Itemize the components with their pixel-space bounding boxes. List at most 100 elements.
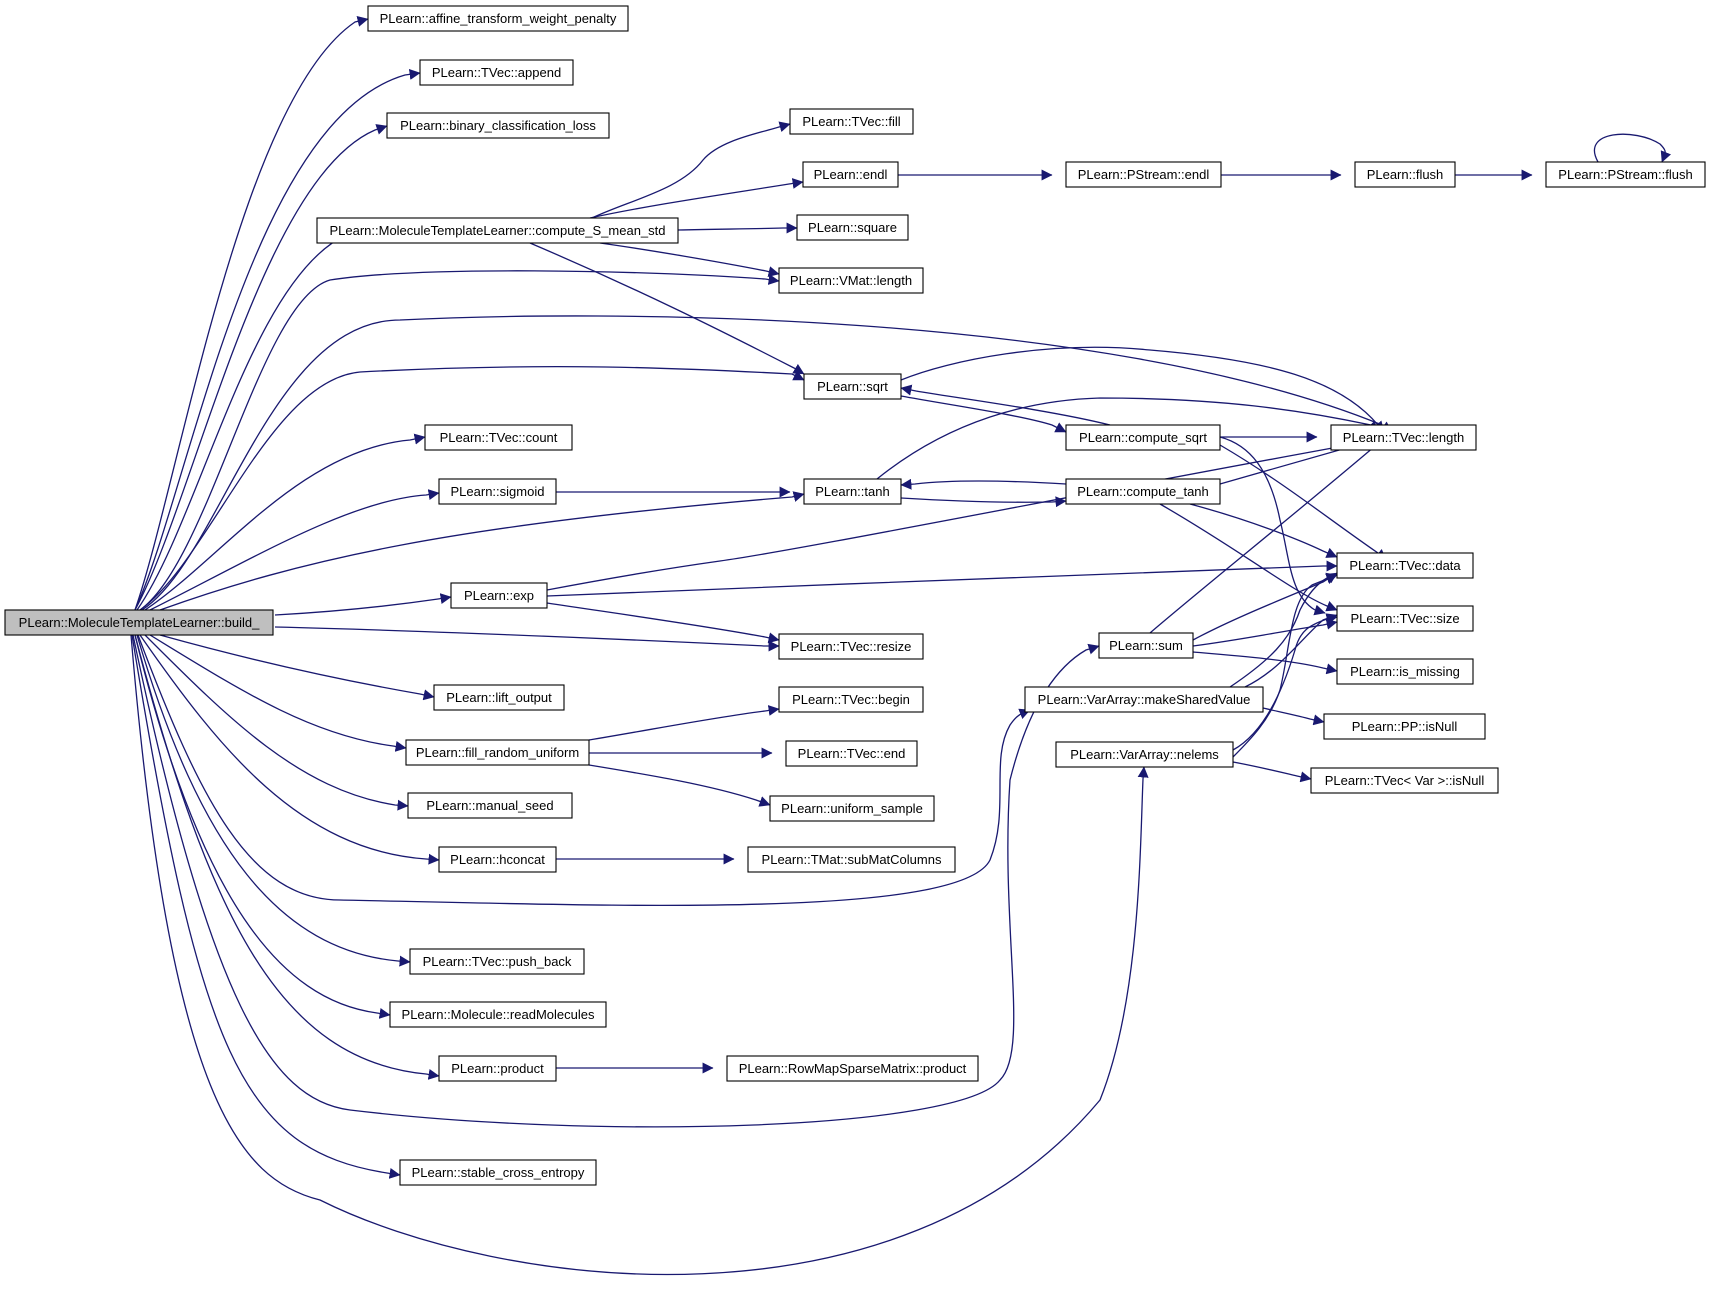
call-edge xyxy=(546,602,780,644)
node-label: PLearn::TVec::append xyxy=(432,65,561,80)
node-box xyxy=(1354,161,1456,188)
call-edge xyxy=(588,705,780,741)
node-csms[interactable]: PLearn::MoleculeTemplateLearner::compute… xyxy=(316,217,679,244)
node-tanh[interactable]: PLearn::tanh xyxy=(803,478,902,505)
node-box xyxy=(316,217,679,244)
node-box xyxy=(367,5,629,32)
call-edge xyxy=(132,634,1100,1128)
node-square[interactable]: PLearn::square xyxy=(796,214,909,241)
node-box xyxy=(778,686,924,713)
node-label: PLearn::TVec::length xyxy=(1343,430,1464,445)
call-edge xyxy=(141,315,1393,611)
node-product[interactable]: PLearn::product xyxy=(438,1055,557,1082)
call-edge xyxy=(1262,707,1325,726)
node-box xyxy=(1065,424,1221,451)
node-binary[interactable]: PLearn::binary_classification_loss xyxy=(386,112,610,139)
node-csqrt[interactable]: PLearn::compute_sqrt xyxy=(1065,424,1221,451)
node-vlen[interactable]: PLearn::VMat::length xyxy=(778,267,924,294)
node-label: PLearn::compute_tanh xyxy=(1077,484,1209,499)
call-edge xyxy=(136,634,411,967)
call-edge xyxy=(137,634,1031,907)
node-label: PLearn::VarArray::nelems xyxy=(1070,747,1219,762)
call-edge xyxy=(144,634,409,811)
node-endl[interactable]: PLearn::endl xyxy=(802,161,899,188)
node-label: PLearn::TVec::fill xyxy=(802,114,900,129)
node-label: PLearn::Molecule::readMolecules xyxy=(402,1007,595,1022)
node-rmsprod[interactable]: PLearn::RowMapSparseMatrix::product xyxy=(726,1055,979,1082)
node-box xyxy=(1065,161,1222,188)
call-edge xyxy=(144,433,426,611)
node-affine[interactable]: PLearn::affine_transform_weight_penalty xyxy=(367,5,629,32)
node-box xyxy=(803,373,902,400)
node-box xyxy=(747,846,956,873)
node-box xyxy=(1055,741,1234,768)
node-msv[interactable]: PLearn::VarArray::makeSharedValue xyxy=(1024,686,1264,713)
node-fill[interactable]: PLearn::TVec::fill xyxy=(789,108,914,135)
node-label: PLearn::TMat::subMatColumns xyxy=(762,852,942,867)
call-edge xyxy=(274,593,452,616)
node-box xyxy=(778,267,924,294)
node-label: PLearn::compute_sqrt xyxy=(1079,430,1207,445)
call-edge xyxy=(134,634,391,1019)
node-pushback[interactable]: PLearn::TVec::push_back xyxy=(409,948,585,975)
node-box xyxy=(419,59,574,86)
call-edge xyxy=(1149,436,1387,634)
call-edge xyxy=(900,478,1067,490)
node-append[interactable]: PLearn::TVec::append xyxy=(419,59,574,86)
node-label: PLearn::TVec< Var >::isNull xyxy=(1325,773,1485,788)
node-readmol[interactable]: PLearn::Molecule::readMolecules xyxy=(389,1001,607,1028)
node-label: PLearn::exp xyxy=(464,588,534,603)
node-sce[interactable]: PLearn::stable_cross_entropy xyxy=(399,1159,597,1186)
node-sum[interactable]: PLearn::sum xyxy=(1098,632,1194,659)
node-ppnull[interactable]: PLearn::PP::isNull xyxy=(1323,713,1486,740)
node-box xyxy=(405,739,590,766)
node-label: PLearn::TVec::begin xyxy=(792,692,910,707)
node-ismissing[interactable]: PLearn::is_missing xyxy=(1336,658,1474,685)
node-tlen[interactable]: PLearn::TVec::length xyxy=(1330,424,1477,451)
call-edge xyxy=(900,496,1067,508)
node-count[interactable]: PLearn::TVec::count xyxy=(424,424,573,451)
node-sqrt[interactable]: PLearn::sqrt xyxy=(803,373,902,400)
node-label: PLearn::sqrt xyxy=(817,379,888,394)
node-box xyxy=(785,740,918,767)
node-size[interactable]: PLearn::TVec::size xyxy=(1336,605,1474,632)
node-pendl[interactable]: PLearn::PStream::endl xyxy=(1065,161,1222,188)
node-hconcat[interactable]: PLearn::hconcat xyxy=(438,846,557,873)
node-label: PLearn::MoleculeTemplateLearner::build_ xyxy=(19,615,260,630)
node-box xyxy=(399,1159,597,1186)
call-edge xyxy=(1232,613,1338,751)
node-label: PLearn::TVec::count xyxy=(440,430,558,445)
node-build[interactable]: PLearn::MoleculeTemplateLearner::build_ xyxy=(4,609,274,636)
node-resize[interactable]: PLearn::TVec::resize xyxy=(778,633,924,660)
node-submat[interactable]: PLearn::TMat::subMatColumns xyxy=(747,846,956,873)
call-edge xyxy=(588,764,771,807)
node-box xyxy=(409,948,585,975)
node-label: PLearn::TVec::end xyxy=(798,746,906,761)
node-ctanh[interactable]: PLearn::compute_tanh xyxy=(1065,478,1221,505)
call-edge xyxy=(1232,761,1312,783)
node-nelems[interactable]: PLearn::VarArray::nelems xyxy=(1055,741,1234,768)
node-end[interactable]: PLearn::TVec::end xyxy=(785,740,918,767)
node-label: PLearn::TVec::data xyxy=(1349,558,1461,573)
call-edge xyxy=(131,634,401,1179)
node-exp[interactable]: PLearn::exp xyxy=(450,582,548,609)
call-edge xyxy=(136,231,353,611)
node-tvecnull[interactable]: PLearn::TVec< Var >::isNull xyxy=(1310,767,1499,794)
node-begin[interactable]: PLearn::TVec::begin xyxy=(778,686,924,713)
node-sigmoid[interactable]: PLearn::sigmoid xyxy=(438,478,557,505)
node-box xyxy=(1323,713,1486,740)
node-data[interactable]: PLearn::TVec::data xyxy=(1336,552,1474,579)
node-flush[interactable]: PLearn::flush xyxy=(1354,161,1456,188)
node-box xyxy=(789,108,914,135)
node-box xyxy=(778,633,924,660)
node-unisample[interactable]: PLearn::uniform_sample xyxy=(769,795,935,822)
node-mseed[interactable]: PLearn::manual_seed xyxy=(407,792,573,819)
node-fru[interactable]: PLearn::fill_random_uniform xyxy=(405,739,590,766)
node-label: PLearn::binary_classification_loss xyxy=(400,118,596,133)
call-edge xyxy=(599,242,780,278)
node-label: PLearn::uniform_sample xyxy=(781,801,923,816)
call-edge xyxy=(1244,613,1338,688)
node-lift[interactable]: PLearn::lift_output xyxy=(433,684,565,711)
node-pflush[interactable]: PLearn::PStream::flush xyxy=(1545,161,1706,188)
